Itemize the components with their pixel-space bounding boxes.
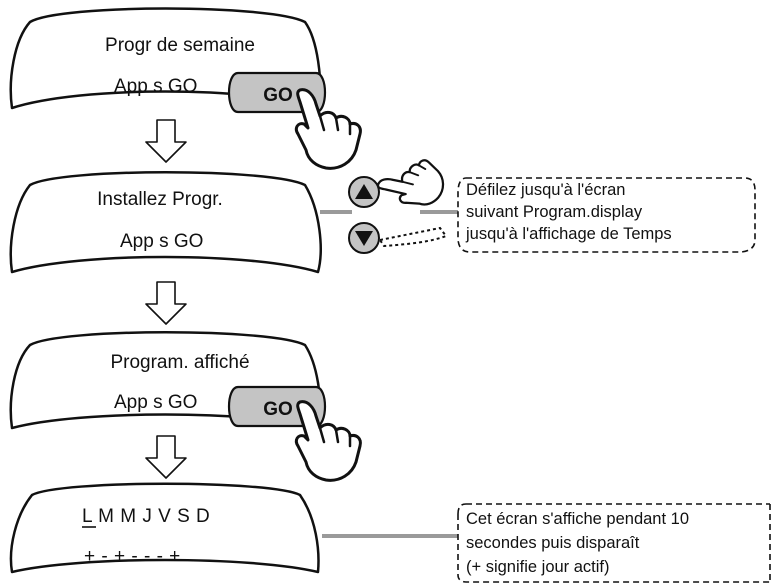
day-states-row: + - + - - - + bbox=[84, 546, 181, 567]
up-arrow-button-icon bbox=[355, 184, 373, 199]
note-scroll: Défilez jusqu'à l'écran suivant Program.… bbox=[457, 177, 756, 253]
screen-action: App s GO bbox=[114, 392, 197, 413]
hand-pointer-icon bbox=[294, 88, 362, 170]
hand-pointer-dashed-icon bbox=[378, 226, 448, 248]
down-flow-arrow-icon bbox=[145, 281, 187, 325]
note-line: secondes puis disparaît bbox=[466, 534, 640, 552]
hand-pointer-icon bbox=[375, 144, 453, 218]
note-days: Cet écran s'affiche pendant 10 secondes … bbox=[457, 503, 771, 583]
screen-action: App s GO bbox=[120, 231, 203, 252]
note-line: (+ signifie jour actif) bbox=[466, 558, 610, 576]
note-line: suivant Program.display bbox=[466, 203, 643, 221]
up-arrow-button[interactable] bbox=[348, 176, 380, 208]
note-line: Cet écran s'affiche pendant 10 bbox=[466, 510, 689, 528]
days-row: L M M J V S D bbox=[82, 506, 210, 527]
hand-pointer-icon bbox=[294, 400, 362, 482]
note-line: Défilez jusqu'à l'écran bbox=[466, 181, 625, 199]
screen-title: Program. affiché bbox=[110, 352, 249, 373]
lcd-screen-frame bbox=[9, 171, 322, 274]
screen-week-program: Progr de semaine App s GO GO bbox=[9, 7, 362, 170]
screen-action: App s GO bbox=[114, 76, 197, 97]
down-flow-arrow-icon bbox=[145, 435, 187, 479]
note-line: jusqu'à l'affichage de Temps bbox=[465, 225, 672, 243]
down-arrow-button[interactable] bbox=[348, 222, 380, 254]
screen-title: Progr de semaine bbox=[105, 35, 255, 56]
go-button-label: GO bbox=[263, 399, 293, 420]
down-arrow-button-icon bbox=[355, 231, 373, 246]
screen-title: Installez Progr. bbox=[97, 189, 223, 210]
screen-program-display: Program. affiché App s GO GO bbox=[9, 331, 362, 482]
go-button-label: GO bbox=[263, 85, 293, 106]
screen-active-days: L M M J V S D + - + - - - + bbox=[9, 482, 320, 574]
lcd-screen-frame bbox=[9, 482, 320, 574]
screen-install-program: Installez Progr. App s GO bbox=[9, 171, 322, 274]
down-flow-arrow-icon bbox=[145, 119, 187, 163]
